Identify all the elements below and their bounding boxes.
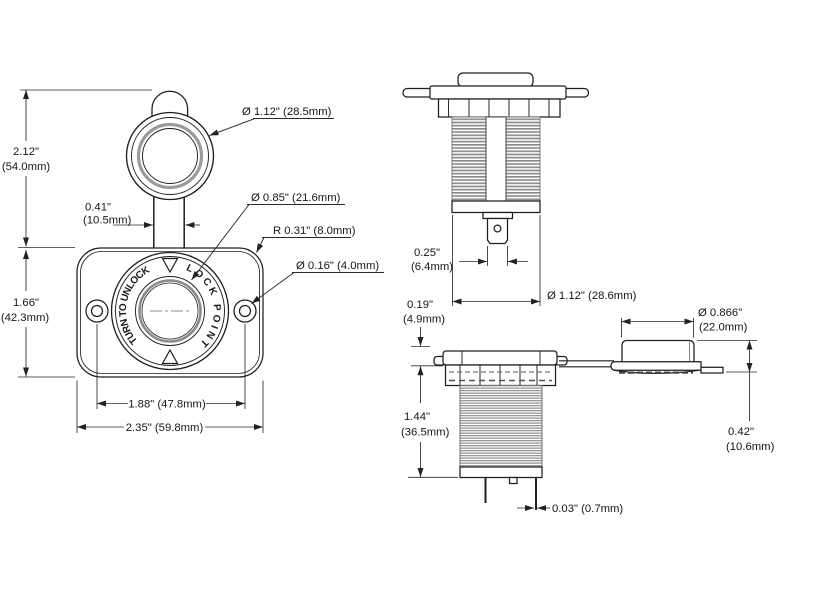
dim-flange-thickness: 0.19" (4.9mm) xyxy=(403,299,445,367)
dim-terminal-width: 0.25" (6.4mm) xyxy=(411,246,528,273)
cap-seal-ring xyxy=(136,122,204,190)
label-socket-diameter-text: Ø 0.85" (21.6mm) xyxy=(251,192,341,204)
label-socket-diameter: Ø 0.85" (21.6mm) xyxy=(191,192,345,281)
lock-nut-open xyxy=(444,364,557,387)
label-corner-radius: R 0.31" (8.0mm) xyxy=(256,225,356,253)
center-terminal-stub xyxy=(508,476,518,485)
label-corner-radius-text: R 0.31" (8.0mm) xyxy=(273,225,356,237)
dim-open-cap-diameter-mm: (22.0mm) xyxy=(699,322,748,334)
bezel-ring-2 xyxy=(115,256,225,366)
cap-ring-2 xyxy=(131,117,209,195)
dim-body-diameter: Ø 1.12" (28.6mm) xyxy=(452,215,637,306)
threaded-body-open xyxy=(459,385,543,468)
label-screw-hole-diameter-text: Ø 0.16" (4.0mm) xyxy=(296,260,379,272)
socket-bore-inner xyxy=(141,282,199,340)
body-bottom-band xyxy=(459,466,543,479)
open-cap-cylinder xyxy=(621,339,695,363)
terminal-neck xyxy=(482,211,514,220)
dim-overall-height: 2.12" (54.0mm) xyxy=(2,89,152,248)
socket-bore-outer xyxy=(135,276,205,346)
flange-tab-left xyxy=(402,87,434,98)
dim-terminal-width-in: 0.25" xyxy=(414,247,440,259)
dim-pin-diameter: 0.03" (0.7mm) xyxy=(517,503,623,515)
terminal-hole xyxy=(493,224,502,233)
mount-plate-inner-line xyxy=(80,251,260,374)
dim-flange-thickness-in: 0.19" xyxy=(407,299,433,311)
side-view-open: 0.19" (4.9mm) 1.44" (36.5mm) Ø 0.866" (2… xyxy=(401,299,775,515)
dim-strap-width-mm: (10.5mm) xyxy=(83,215,132,227)
dim-body-length-mm: (36.5mm) xyxy=(401,427,450,439)
label-cap-diameter: Ø 1.12" (28.5mm) xyxy=(209,106,334,136)
mount-plate-outline xyxy=(76,247,264,378)
dim-plate-height: 1.66" (42.3mm) xyxy=(1,250,75,378)
dim-open-cap-diameter-in: Ø 0.866" xyxy=(698,307,742,319)
body-end-cap xyxy=(451,200,541,214)
dim-open-cap-diameter: Ø 0.866" (22.0mm) xyxy=(621,307,748,338)
dim-pin-diameter-text: 0.03" (0.7mm) xyxy=(552,503,623,515)
dim-body-length-in: 1.44" xyxy=(404,411,430,423)
dim-open-cap-height: 0.42" (10.6mm) xyxy=(697,340,775,453)
label-screw-hole-diameter: Ø 0.16" (4.0mm) xyxy=(251,260,384,304)
cap-outer-ring xyxy=(125,111,215,201)
lock-nut-open-castellations xyxy=(459,365,538,385)
screw-hole-right-inner xyxy=(238,304,252,318)
cap-hinge-tab xyxy=(151,90,189,116)
side-view-closed: 0.25" (6.4mm) Ø 1.12" (28.6mm) xyxy=(402,72,637,306)
dim-plate-width: 2.35" (59.8mm) xyxy=(76,380,264,434)
dim-body-length: 1.44" (36.5mm) xyxy=(401,366,458,478)
flange-body xyxy=(429,85,567,100)
dim-overall-height-in: 2.12" xyxy=(13,146,39,158)
dim-overall-height-mm: (54.0mm) xyxy=(2,161,51,173)
dim-body-diameter-text: Ø 1.12" (28.6mm) xyxy=(547,290,637,302)
dim-plate-height-in: 1.66" xyxy=(13,297,39,309)
lock-nut xyxy=(437,98,561,118)
dim-flange-thickness-mm: (4.9mm) xyxy=(403,314,445,326)
dim-strap-width: 0.41" (10.5mm) xyxy=(83,202,200,228)
front-view: TURN TO UNLOCK LOCK POINT 2.12" (54.0mm)… xyxy=(1,89,384,434)
screw-hole-right-outer xyxy=(233,299,257,323)
screw-hole-left-outer xyxy=(85,299,109,323)
dim-terminal-width-mm: (6.4mm) xyxy=(411,261,453,273)
lock-marker-bottom xyxy=(161,348,179,365)
open-cap-tab xyxy=(700,366,724,374)
dim-hole-spacing-text: 1.88" (47.8mm) xyxy=(128,399,206,411)
screw-hole-left-inner xyxy=(90,304,104,318)
cap-knob xyxy=(457,72,534,88)
threaded-body-left xyxy=(451,116,487,202)
dim-open-cap-height-mm: (10.6mm) xyxy=(726,441,775,453)
threaded-body-right xyxy=(505,116,541,202)
label-cap-diameter-text: Ø 1.12" (28.5mm) xyxy=(242,106,332,118)
lock-nut-castellations xyxy=(448,99,550,117)
dim-hole-spacing: 1.88" (47.8mm) xyxy=(96,324,246,411)
dim-plate-height-mm: (42.3mm) xyxy=(1,312,50,324)
lock-marker-top xyxy=(161,257,179,274)
socket-bore-seal xyxy=(138,279,202,343)
dim-strap-width-in: 0.41" xyxy=(85,202,111,214)
dim-plate-width-text: 2.35" (59.8mm) xyxy=(126,422,204,434)
inner-barrel xyxy=(485,116,507,202)
spade-terminal xyxy=(486,217,509,245)
dim-open-cap-height-in: 0.42" xyxy=(728,426,754,438)
open-cap-plate xyxy=(610,361,702,371)
bezel-outer-ring xyxy=(110,251,230,371)
cap-inner-ring xyxy=(142,128,198,184)
